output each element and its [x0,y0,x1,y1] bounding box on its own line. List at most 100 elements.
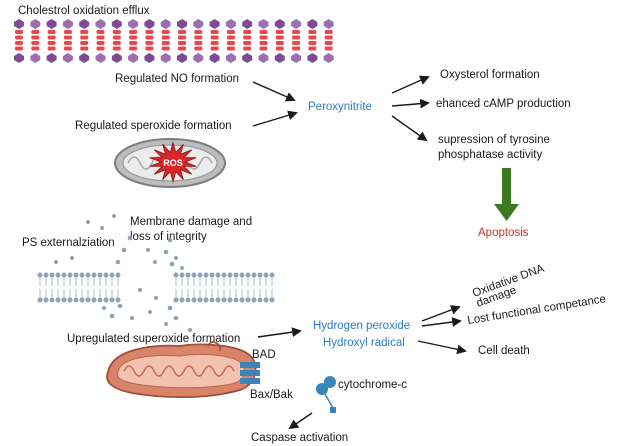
lipid-tail [259,41,268,45]
bilayer-head [263,272,269,278]
lipid-tail [292,35,301,40]
lipid-tail [96,30,105,34]
bilayer-head [121,247,127,253]
lipid-tail [292,30,301,34]
lipid-tail [15,41,23,45]
bilayer-head [109,272,115,278]
lipid-head-top [111,19,122,29]
lipid-tail [161,46,170,51]
lipid-tail [243,30,252,34]
lipid-tail [129,35,138,40]
lipid-tail [112,46,121,51]
lipid-tail [112,41,121,45]
lipid-tail [178,46,186,51]
lipid-fragment [54,260,58,264]
bilayer-head [269,272,275,278]
lipid-tail [47,41,56,45]
lipid-head-top [274,19,285,29]
bilayer-head [103,272,109,278]
lipid-tail [80,30,89,34]
lipid-tail [47,46,56,51]
lipid-tail [63,30,72,34]
lipid-tail [161,35,170,40]
caspase-activation-label: Caspase activation [251,432,348,444]
ps-externalization-label: PS externalziation [22,237,115,249]
arrow-upregulated-to-peroxide [257,327,302,338]
lipid-tail [47,30,56,34]
apoptosis-arrow [494,168,519,221]
bilayer-head [167,237,173,243]
arrow-to-oxysterol [391,75,430,94]
lipid-tail [145,30,154,34]
lipid-head-bottom [258,53,269,63]
bilayer-head [115,272,121,278]
lipid-tail [308,46,317,51]
lipid-tail [96,46,105,51]
lipid-tail [194,46,203,51]
lipid-tail [275,41,284,45]
lipid-tail [210,35,219,40]
lipid-tail [324,46,333,51]
lipid-tail [129,41,138,45]
bilayer-head [109,297,115,303]
lipid-head-top [14,19,24,29]
bilayer-head [79,297,85,303]
lipid-head-top [258,19,269,29]
lipid-tail [96,41,105,45]
tyrosine-label-line2: phosphatase activity [438,149,542,161]
lipid-tail [243,46,252,51]
bilayer-head [43,297,49,303]
bilayer-head [263,297,269,303]
bilayer-head [167,305,173,311]
lipid-tail [15,46,23,51]
bilayer-head [117,303,123,309]
lipid-head-top [177,19,187,29]
lipid-fragment [102,306,106,310]
lipid-head-bottom [30,53,41,63]
lipid-head-bottom [14,53,24,63]
lipid-tail [243,41,252,45]
membrane-damage-line2: loss of integrity [130,231,207,243]
bilayer-head [173,272,179,278]
bilayer-head [61,297,67,303]
lipid-tail [324,30,333,34]
lipid-tail [308,41,317,45]
bad-label: BAD [252,349,276,361]
lipid-tail [63,41,72,45]
bilayer-head [239,297,245,303]
bilayer-head [61,272,67,278]
bilayer-head [185,272,191,278]
lipid-tail [15,35,23,40]
lipid-tail [63,46,72,51]
bilayer-head [103,297,109,303]
lipid-fragment [188,328,192,332]
bilayer-head [91,272,97,278]
bilayer-head [79,272,85,278]
lipid-tail [194,30,203,34]
arrow-to-cell-death [417,340,467,355]
upregulated-superoxide-label: Upregulated superoxide formation [67,333,240,345]
bilayer-head [221,272,227,278]
lipid-fragment [146,248,150,252]
lipid-tail [275,30,284,34]
lipid-tail [275,46,284,51]
lipid-tail [259,30,268,34]
bilayer-head [115,297,121,303]
lipid-head-bottom [144,53,155,63]
bilayer-head [67,297,73,303]
bilayer-head [115,259,121,265]
lipid-fragment [148,310,152,314]
superoxide-formation-label: Regulated speroxide formation [75,120,232,132]
lipid-head-top [30,19,41,29]
lipid-tail [259,35,268,40]
lipid-fragment [138,288,142,292]
lipid-tail [275,35,284,40]
lipid-head-top [242,19,253,29]
lipid-head-bottom [307,53,318,63]
lipid-head-bottom [209,53,220,63]
lipid-tail [210,30,219,34]
lipid-tail [226,30,235,34]
bilayer-head [179,297,185,303]
lipid-head-top [323,19,334,29]
lipid-fragment [130,316,134,320]
